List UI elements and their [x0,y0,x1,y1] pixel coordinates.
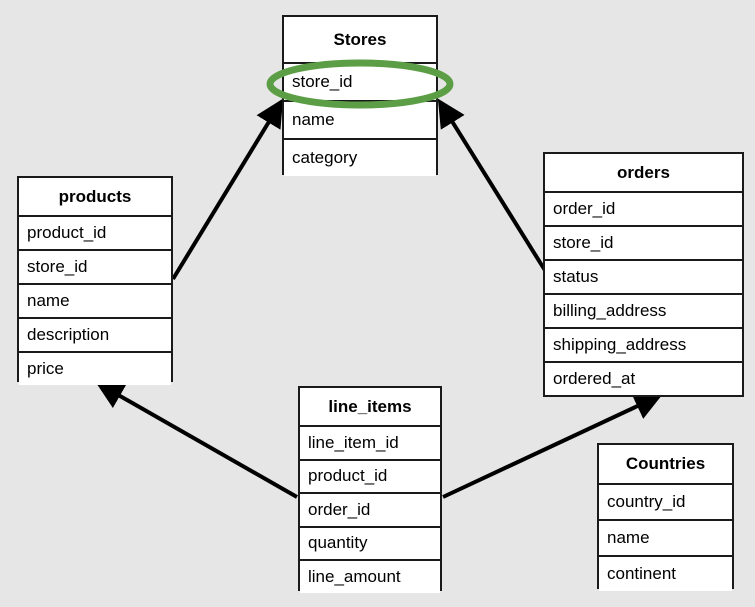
entity-table-countries[interactable]: Countries country_id name continent [597,443,734,591]
field-countries-country-id[interactable]: country_id [599,483,732,519]
entity-title-orders: orders [545,154,742,191]
field-orders-billing-address[interactable]: billing_address [545,293,742,327]
field-orders-ordered-at[interactable]: ordered_at [545,361,742,395]
entity-title-products: products [19,178,171,215]
field-countries-name[interactable]: name [599,519,732,555]
field-products-name[interactable]: name [19,283,171,317]
field-orders-store-id[interactable]: store_id [545,225,742,259]
field-orders-status[interactable]: status [545,259,742,293]
field-products-description[interactable]: description [19,317,171,351]
field-line-items-product-id[interactable]: product_id [300,458,440,492]
entity-table-line-items[interactable]: line_items line_item_id product_id order… [298,386,442,593]
field-products-price[interactable]: price [19,351,171,385]
field-products-store-id[interactable]: store_id [19,249,171,283]
field-stores-name[interactable]: name [284,100,436,138]
edge-line-items-to-products [95,382,298,499]
field-line-items-line-item-id[interactable]: line_item_id [300,425,440,459]
edge-orders-to-stores [437,98,548,274]
entity-title-stores: Stores [284,17,436,62]
entity-title-line-items: line_items [300,388,440,425]
edge-products-to-stores [171,98,284,281]
entity-title-countries: Countries [599,445,732,483]
field-line-items-line-amount[interactable]: line_amount [300,559,440,593]
field-stores-category[interactable]: category [284,138,436,176]
entity-table-products[interactable]: products product_id store_id name descri… [17,176,173,385]
field-countries-continent[interactable]: continent [599,555,732,591]
field-line-items-quantity[interactable]: quantity [300,525,440,559]
field-line-items-order-id[interactable]: order_id [300,492,440,526]
field-stores-store-id[interactable]: store_id [284,62,436,100]
field-products-product-id[interactable]: product_id [19,215,171,249]
field-orders-shipping-address[interactable]: shipping_address [545,327,742,361]
field-orders-order-id[interactable]: order_id [545,191,742,225]
entity-table-orders[interactable]: orders order_id store_id status billing_… [543,152,744,397]
entity-table-stores[interactable]: Stores store_id name category [282,15,438,176]
